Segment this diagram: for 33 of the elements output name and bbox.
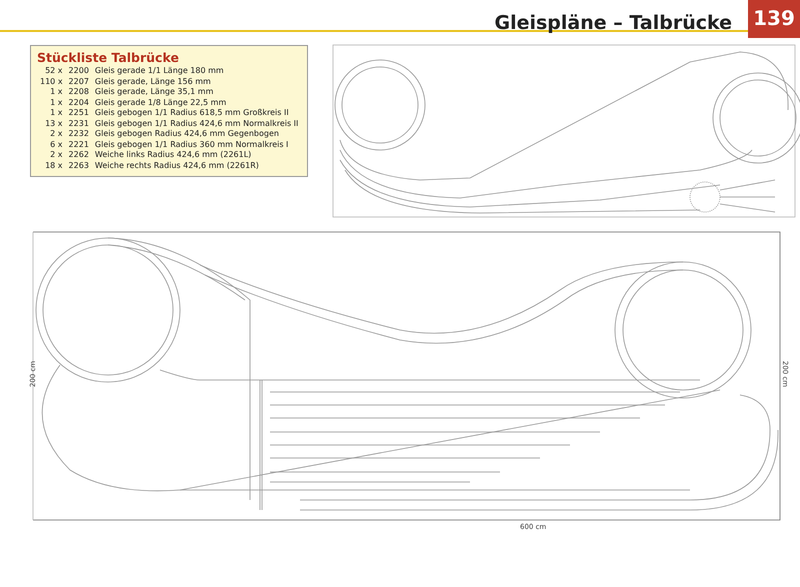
description-cell-text: Weiche links Radius 424,6 mm (2261L): [94, 150, 252, 160]
description-cell-text: Weiche rechts Radius 424,6 mm (2261R): [94, 160, 260, 171]
description-cell-text: Gleis gebogen Radius 424,6 mm Gegenbogen: [94, 129, 280, 140]
quantity-cell-text: 2 x: [49, 150, 64, 160]
part-number-cell-text: 2262: [68, 150, 90, 160]
parts-list-heading: Stückliste Talbrücke: [37, 50, 180, 65]
description-cell-text: Gleis gerade, Länge 156 mm: [94, 76, 212, 87]
description-cell-text: Gleis gerade 1/8 Länge 22,5 mm: [94, 98, 228, 108]
part-number-cell-text: 2221: [68, 140, 90, 150]
quantity-cell-text: 13 x: [44, 118, 64, 129]
description-cell-text: Gleis gerade, Länge 35,1 mm: [94, 87, 214, 98]
part-number-cell-text: 2208: [68, 87, 90, 98]
description-cell-text: Gleis gebogen 1/1 Radius 360 mm Normalkreis I: [94, 140, 290, 150]
quantity-cell-text: 1 x: [49, 87, 64, 98]
part-number-cell-text: 2263: [68, 160, 90, 171]
part-number-cell-text: 2207: [68, 76, 90, 87]
page-heading: Gleispläne – Talbrücke: [494, 12, 732, 34]
part-number-cell-text: 2231: [68, 118, 90, 129]
quantity-cell-text: 18 x: [44, 160, 64, 171]
description-cell-text: Gleis gebogen 1/1 Radius 618,5 mm Großkreis II: [94, 108, 290, 118]
quantity-cell-text: 110 x: [39, 76, 64, 87]
quantity-cell-text: 6 x: [49, 140, 64, 150]
part-number-cell-text: 2200: [68, 66, 90, 76]
quantity-cell-text: 2 x: [49, 129, 64, 140]
quantity-cell-text: 1 x: [49, 108, 64, 118]
description-cell-text: Gleis gebogen 1/1 Radius 424,6 mm Normalkreis II: [94, 118, 300, 129]
part-number-cell-text: 2232: [68, 129, 90, 140]
part-number-cell-text: 2204: [68, 98, 90, 108]
quantity-cell-text: 1 x: [49, 98, 64, 108]
description-cell-text: Gleis gerade 1/1 Länge 180 mm: [94, 66, 225, 76]
page-number: 139: [748, 0, 800, 38]
part-number-cell-text: 2251: [68, 108, 90, 118]
quantity-cell-text: 52 x: [44, 66, 64, 76]
